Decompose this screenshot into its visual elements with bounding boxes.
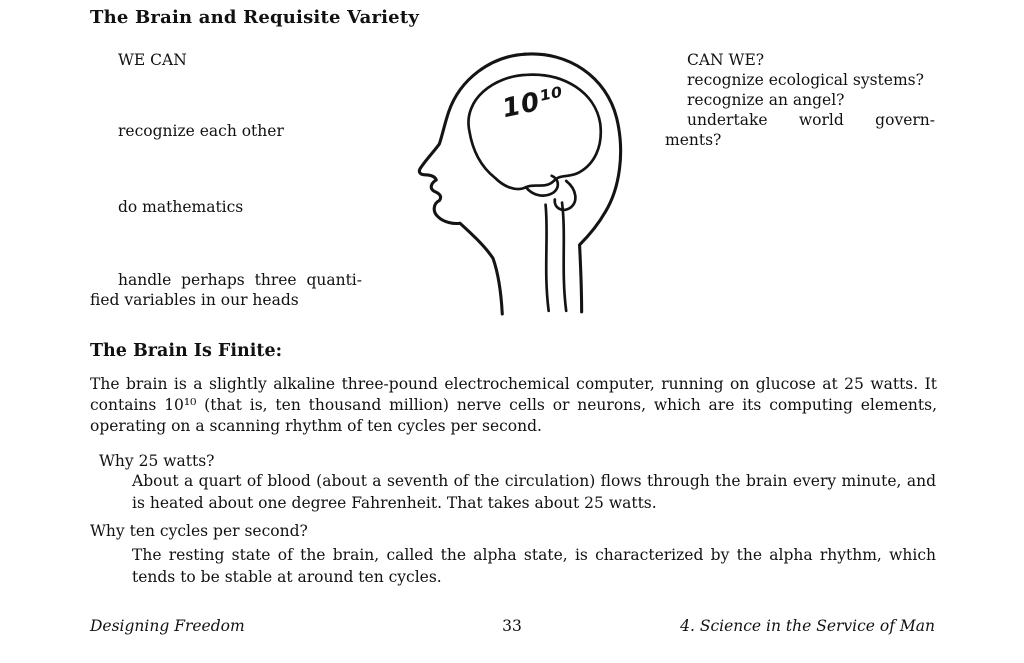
face-profile-outline [417, 52, 527, 316]
brain-figure [402, 48, 652, 316]
brainstem-line-back [560, 201, 568, 313]
brain-outline [467, 73, 603, 191]
can-we-item-ecological: recognize ecological systems? [687, 71, 924, 89]
can-we-item-governments-line1: undertake world govern- [687, 111, 935, 129]
can-we-item-angel: recognize an angel? [687, 91, 845, 109]
footer-chapter-title: 4. Science in the Service of Man [680, 617, 935, 635]
brain-fold-line [524, 174, 560, 197]
we-can-item-recognize: recognize each other [118, 122, 284, 140]
footer-page-number: 33 [502, 617, 522, 635]
we-can-item-variables-line2: fied variables in our heads [90, 291, 299, 309]
brain-finite-paragraph: The brain is a slightly alkaline three-p… [90, 375, 937, 435]
question-ten-cycles: Why ten cycles per second? [90, 522, 308, 540]
answer-25-watts: About a quart of blood (about a seventh … [132, 472, 936, 512]
question-25-watts: Why 25 watts? [99, 452, 215, 470]
brainstem-line-front [544, 203, 550, 313]
section-heading-brain-finite: The Brain Is Finite: [90, 341, 283, 361]
we-can-header: WE CAN [118, 51, 187, 69]
we-can-item-variables-line1: handle perhaps three quanti- [118, 271, 362, 289]
cerebellum-curl [553, 179, 577, 212]
head-profile-drawing [417, 52, 623, 316]
can-we-item-governments-line2: ments? [665, 131, 722, 149]
answer-ten-cycles: The resting state of the brain, called t… [132, 546, 936, 586]
can-we-header: CAN WE? [687, 51, 765, 69]
page-title: The Brain and Requisite Variety [90, 7, 420, 28]
skull-outline [523, 52, 623, 314]
we-can-item-mathematics: do mathematics [118, 198, 244, 216]
footer-book-title: Designing Freedom [90, 617, 245, 635]
